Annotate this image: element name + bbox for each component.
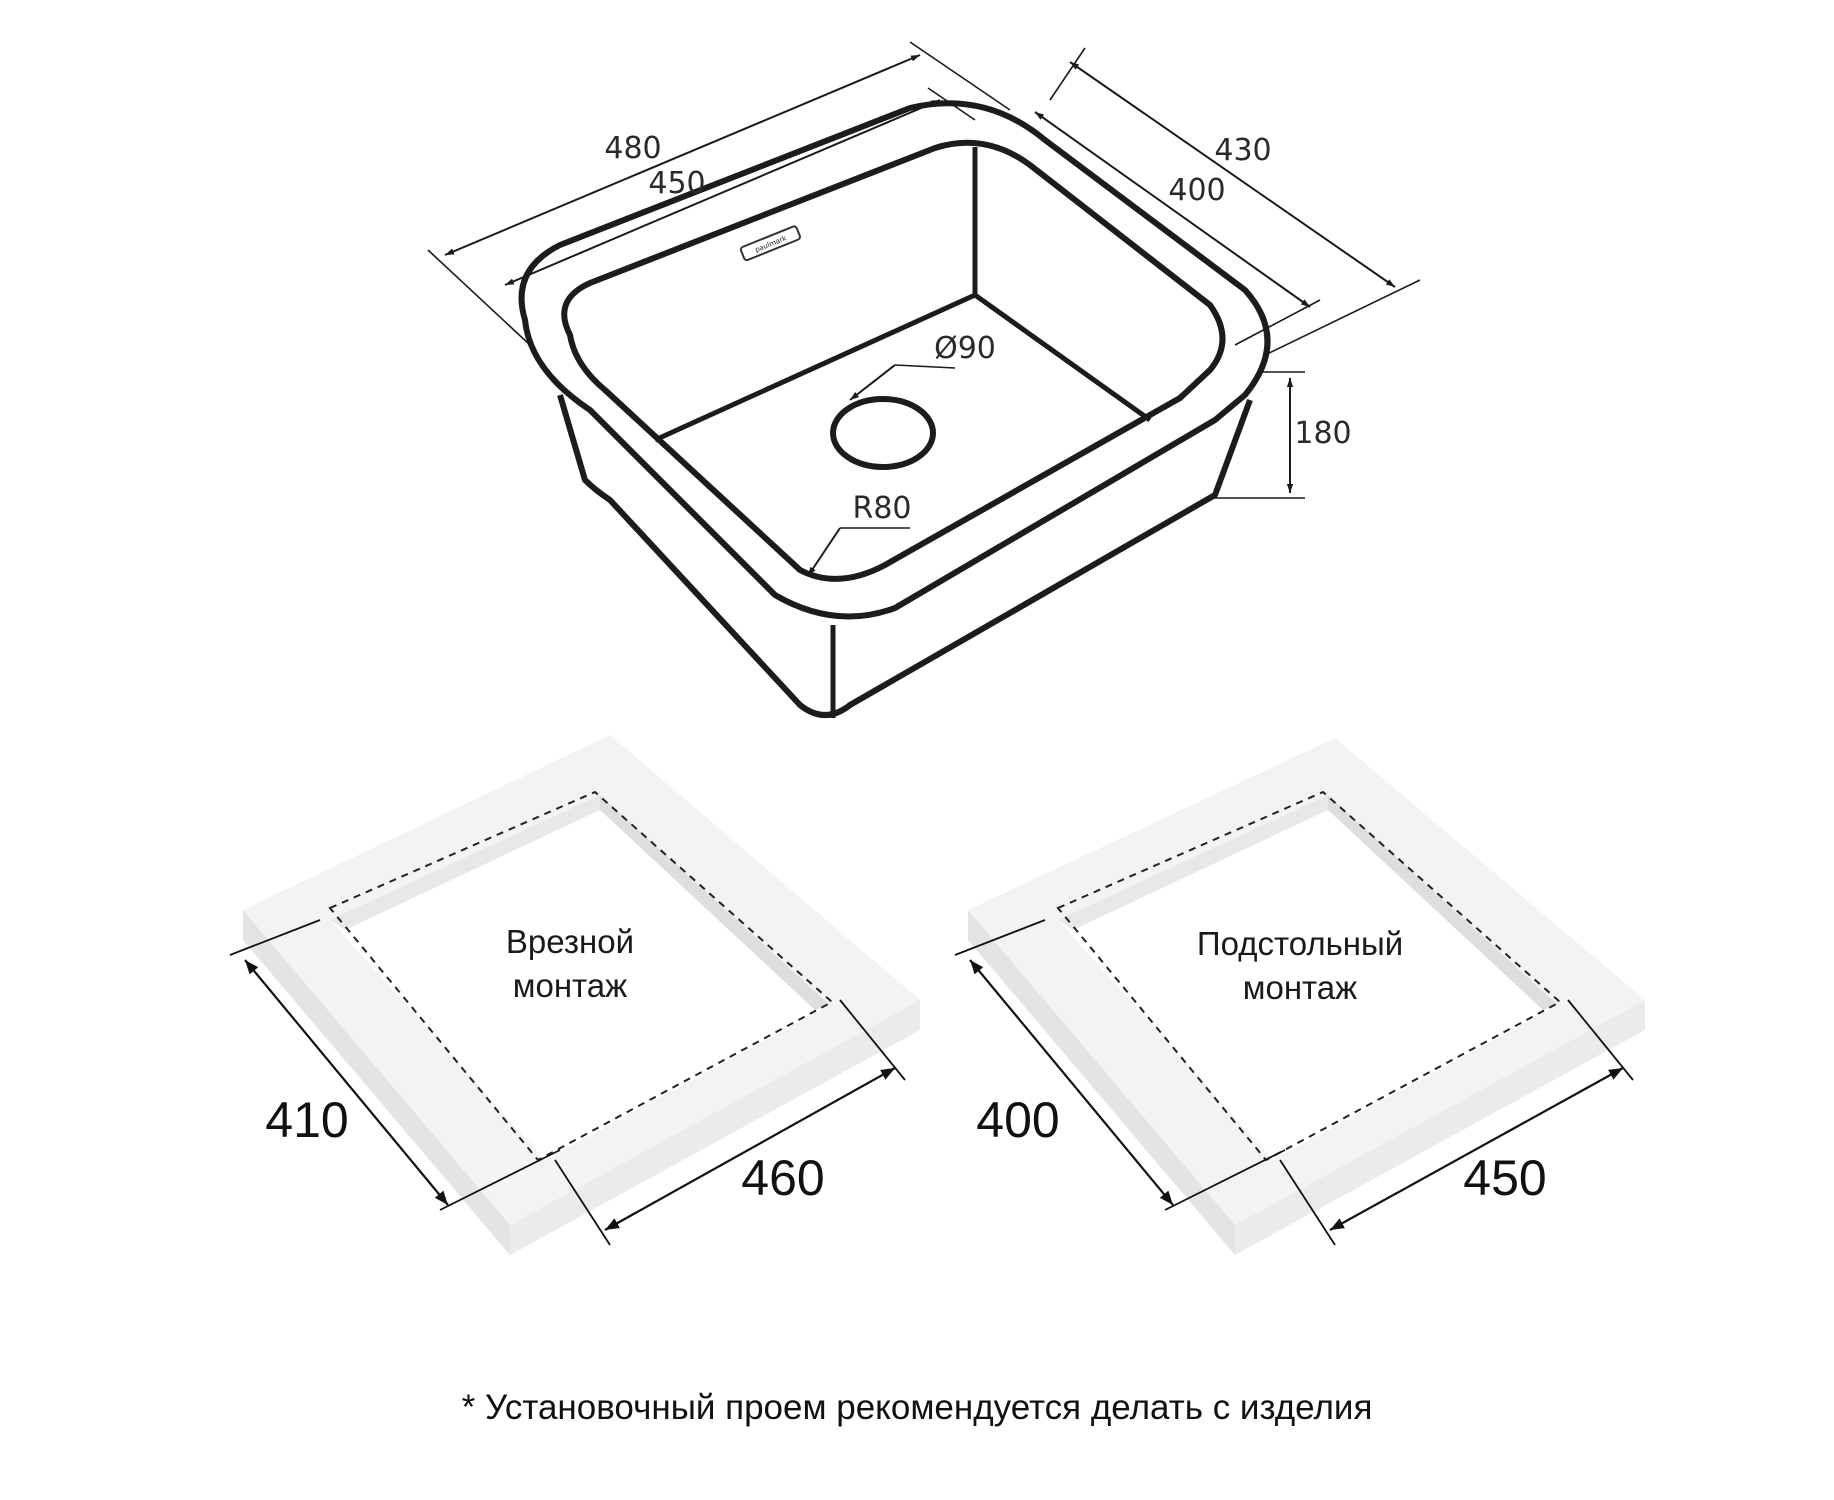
dim-drain-diameter: Ø90 (934, 331, 996, 366)
bowl-bottom-right-edge (973, 292, 1152, 423)
installation-footnote: * Установочный проем рекомендуется делат… (461, 1388, 1373, 1427)
dim-flush-length: 460 (741, 1150, 824, 1206)
cutout-undermount: Подстольный монтаж 400 450 (954, 738, 1645, 1255)
sink-outer-rim (518, 100, 1271, 620)
cutout-flush-mount: Врезной монтаж 410 460 (229, 735, 920, 1255)
dim-inner-width: 400 (1168, 173, 1225, 208)
dim-undermount-width: 400 (976, 1092, 1059, 1148)
dim-corner-radius: R80 (852, 491, 911, 526)
cutout-flush-label-line1: Врезной (506, 923, 634, 960)
dim-outer-length: 480 (604, 131, 661, 166)
dim-undermount-length: 450 (1463, 1150, 1546, 1206)
cutout-undermount-label-line2: монтаж (1243, 969, 1357, 1006)
cutout-flush-label-line2: монтаж (513, 967, 627, 1004)
sink-drawing: paulmark 480 450 430 400 180 Ø90 R80 (427, 41, 1421, 718)
bowl-bottom-left-edge (653, 292, 977, 443)
brand-logo-plate: paulmark (739, 225, 801, 262)
sink-body-outline (557, 394, 1253, 718)
cutout-undermount-label-line1: Подстольный (1197, 925, 1403, 962)
dim-flush-width: 410 (265, 1092, 348, 1148)
drain-hole (830, 396, 936, 470)
dim-depth: 180 (1294, 416, 1351, 451)
dim-outer-width: 430 (1214, 133, 1271, 168)
dim-inner-length: 450 (648, 166, 705, 201)
